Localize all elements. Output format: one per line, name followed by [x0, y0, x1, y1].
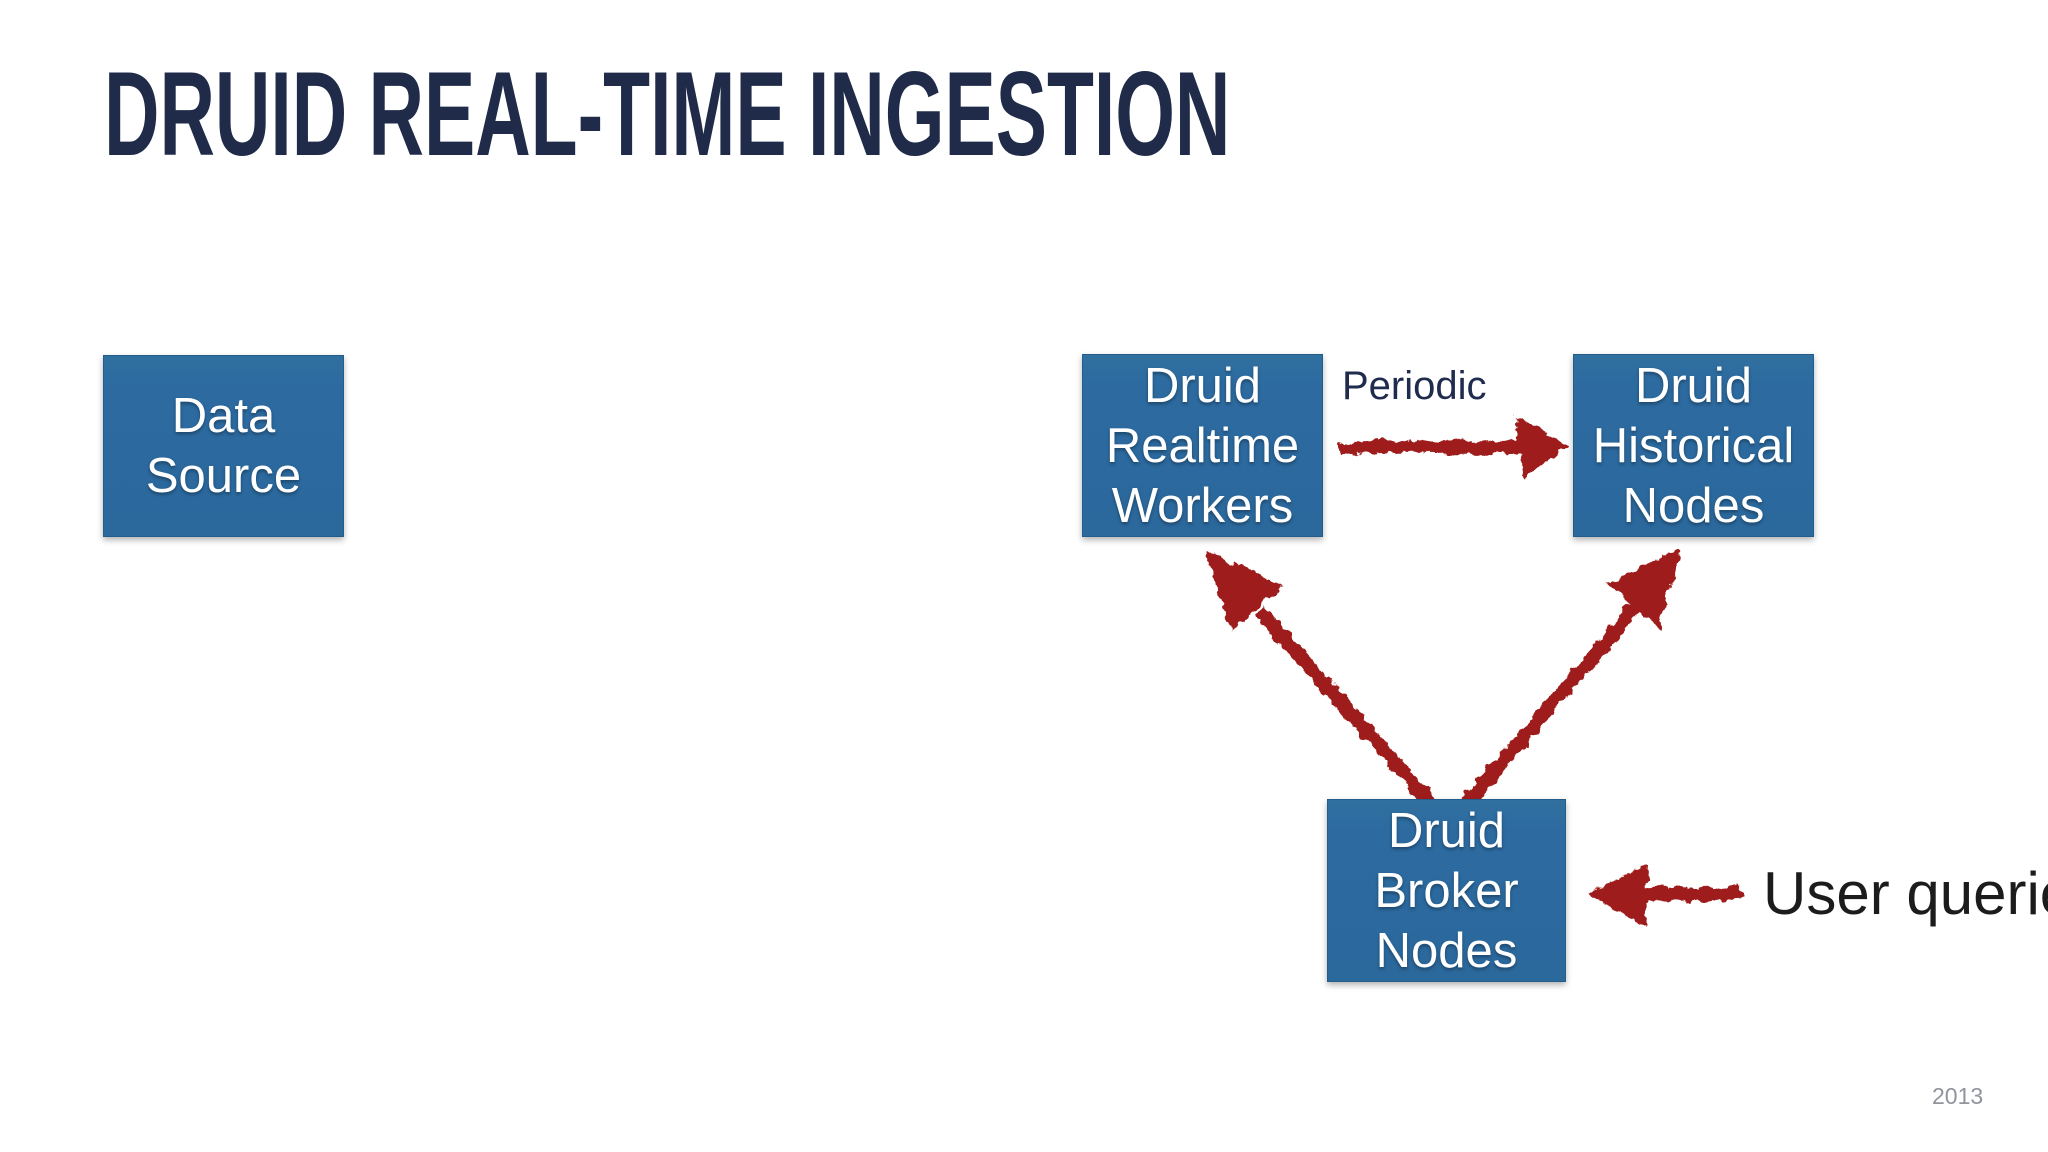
- node-druid-broker-nodes: Druid Broker Nodes: [1327, 799, 1566, 982]
- node-druid-broker-nodes-label: Druid Broker Nodes: [1374, 803, 1519, 978]
- broker-to-realtime-arrow: [1206, 551, 1443, 818]
- node-data-source: Data Source: [103, 355, 344, 537]
- node-data-source-label: Data Source: [145, 389, 302, 503]
- user-queries-label: User queries: [1763, 860, 2048, 927]
- broker-to-historical-arrow: [1455, 548, 1681, 817]
- periodic-arrow: [1337, 415, 1569, 478]
- year-label: 2013: [1932, 1083, 1984, 1109]
- node-druid-realtime-workers-label: Druid Realtime Workers: [1105, 358, 1300, 533]
- node-druid-historical-nodes: Druid Historical Nodes: [1573, 354, 1814, 537]
- node-druid-historical-nodes-label: Druid Historical Nodes: [1592, 358, 1795, 533]
- node-druid-realtime-workers: Druid Realtime Workers: [1082, 354, 1323, 537]
- page-title: DRUID REAL-TIME INGESTION: [104, 47, 1231, 181]
- user-queries-arrow: [1588, 863, 1744, 927]
- periodic-label: Periodic: [1342, 364, 1487, 408]
